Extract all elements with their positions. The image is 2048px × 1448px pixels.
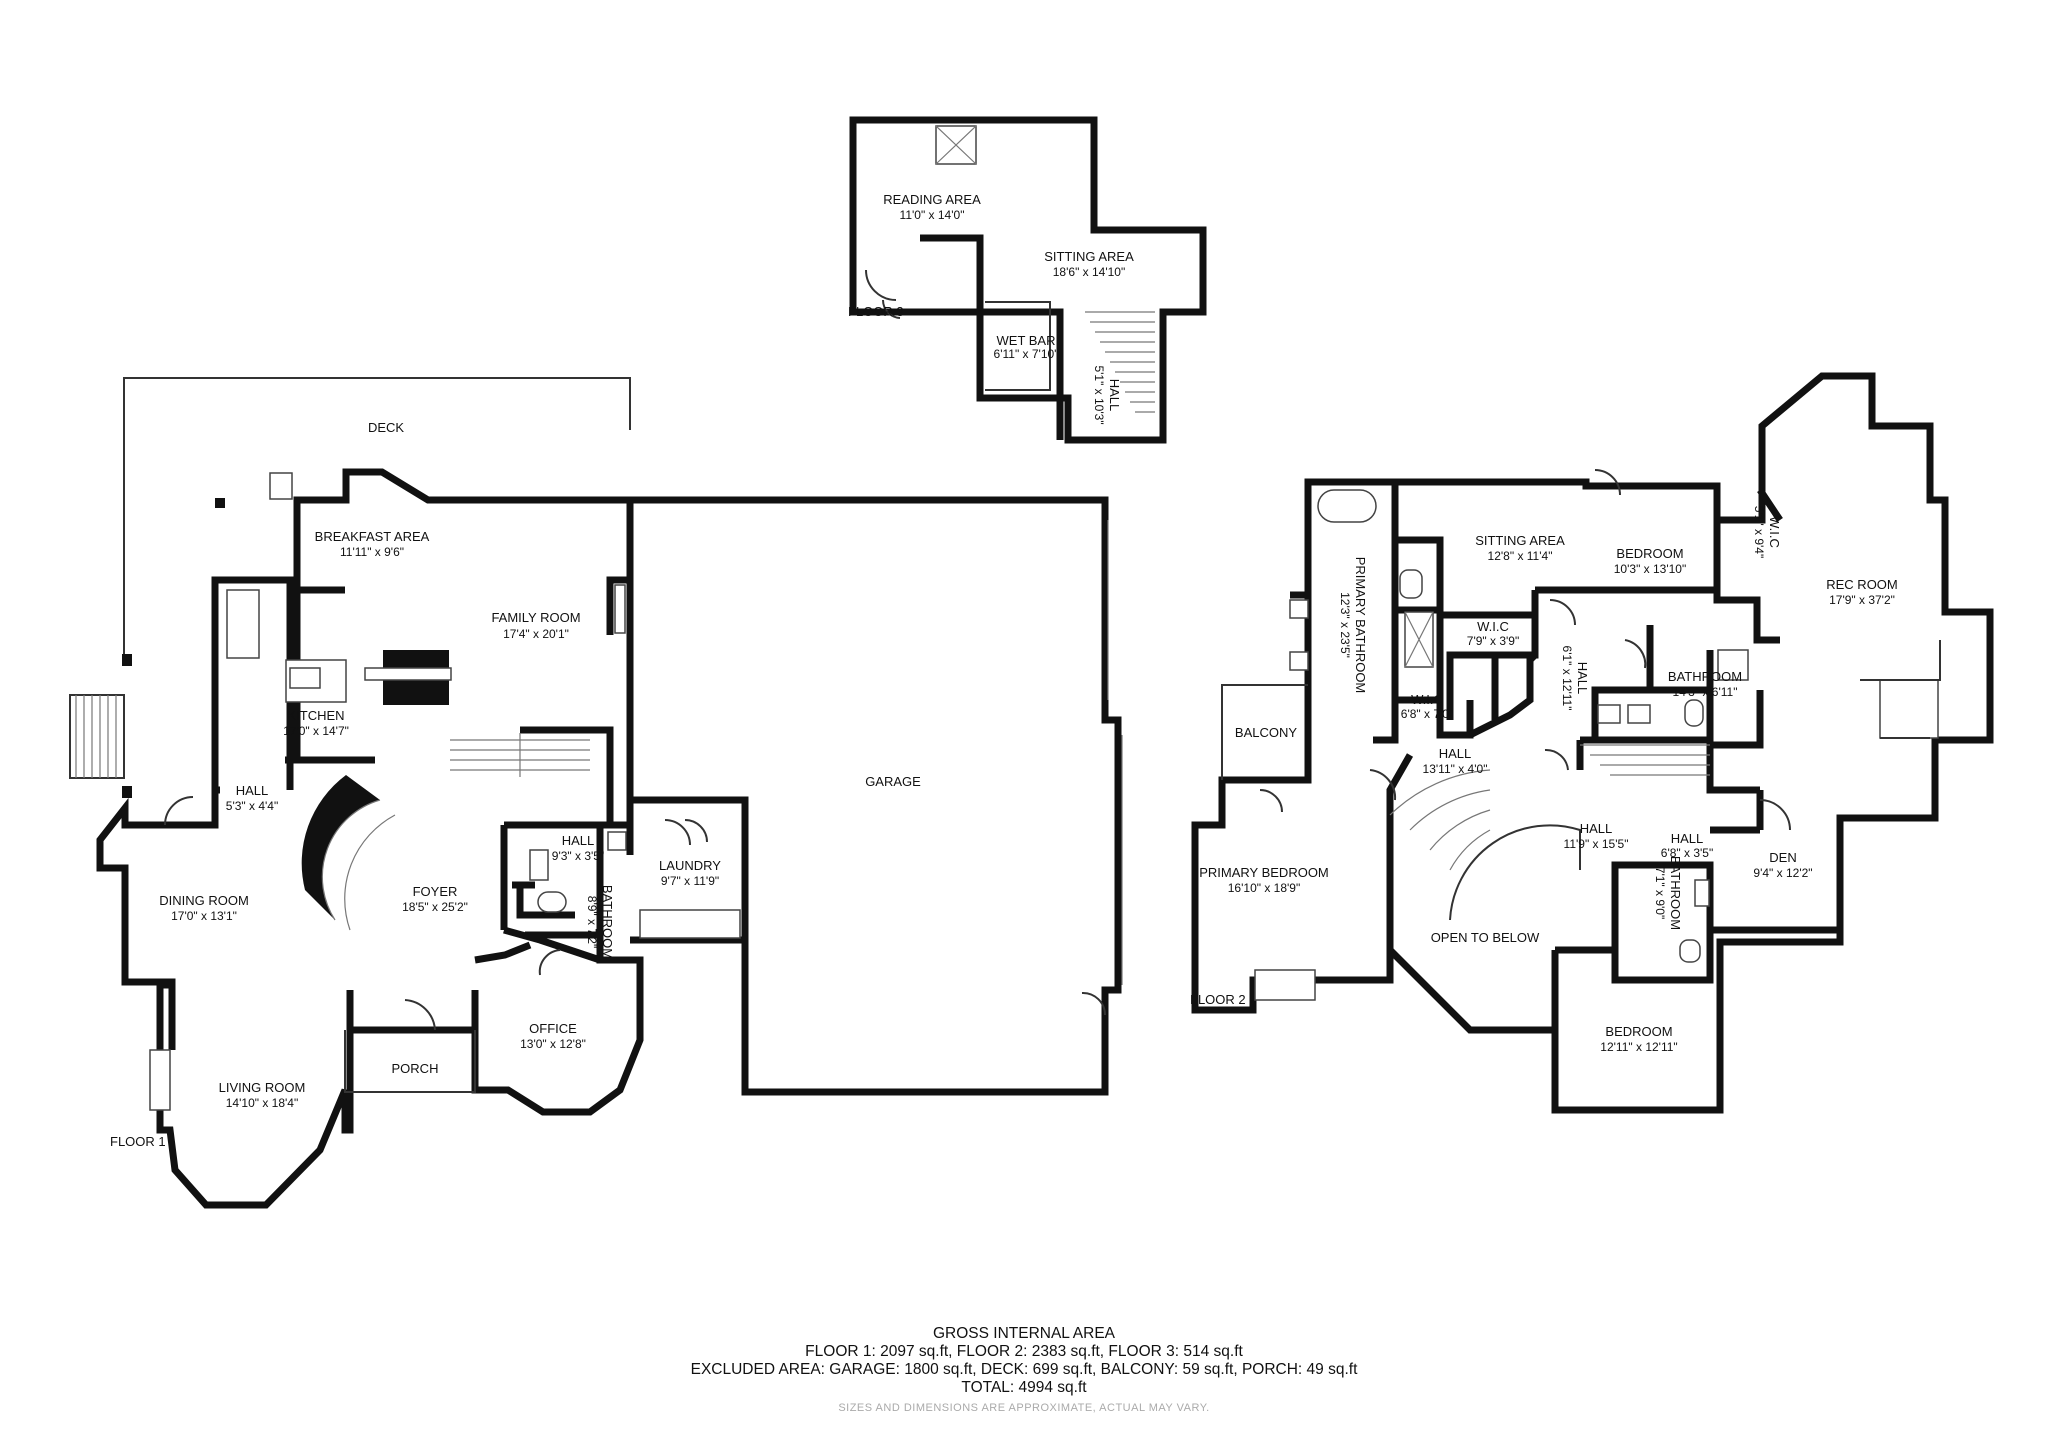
room-living-name: LIVING ROOM <box>219 1080 306 1095</box>
summary-title: GROSS INTERNAL AREA <box>932 1325 1116 1342</box>
room-primary-bath-dim: 12'3" x 23'5" <box>1338 592 1352 658</box>
floor-3-label: FLOOR 3 <box>848 304 904 319</box>
summary-total: TOTAL: 4994 sq.ft <box>961 1379 1087 1396</box>
room-hall5-name: HALL <box>1439 746 1472 761</box>
room-bath3-name: BATHROOM <box>1668 856 1683 930</box>
room-hall6-name: HALL <box>1580 821 1613 836</box>
garage-block <box>630 496 1123 1096</box>
room-breakfast-dim: 11'11" x 9'6" <box>340 545 404 559</box>
room-wic1-dim: 5'1" x 9'4" <box>1752 506 1766 558</box>
room-bath1-name: BATHROOM <box>600 885 615 959</box>
room-living-dim: 14'10" x 18'4" <box>226 1096 299 1110</box>
area-summary: GROSS INTERNAL AREA FLOOR 1: 2097 sq.ft,… <box>0 1325 2048 1417</box>
room-kitchen-dim: 17'0" x 14'7" <box>283 724 349 738</box>
room-sitting3-dim: 18'6" x 14'10" <box>1053 265 1126 279</box>
room-office-dim: 13'0" x 12'8" <box>520 1037 586 1051</box>
room-den-dim: 9'4" x 12'2" <box>1753 866 1812 880</box>
room-sitting2-name: SITTING AREA <box>1475 533 1565 548</box>
room-bedroom-a-name: BEDROOM <box>1616 546 1683 561</box>
floor-2-label: FLOOR 2 <box>1190 992 1246 1007</box>
room-dining-dim: 17'0" x 13'1" <box>171 909 237 923</box>
room-laundry-dim: 9'7" x 11'9" <box>661 874 719 888</box>
room-rec-name: REC ROOM <box>1826 577 1898 592</box>
room-bath3-dim: 7'1" x 9'0" <box>1653 867 1667 919</box>
room-office-name: OFFICE <box>529 1021 577 1036</box>
room-dining-name: DINING ROOM <box>159 893 249 908</box>
room-bedroom-a-dim: 10'3" x 13'10" <box>1614 562 1687 576</box>
floor-1 <box>69 377 708 1209</box>
room-wic2-dim: 7'9" x 3'9" <box>1467 634 1519 648</box>
room-family-name: FAMILY ROOM <box>491 610 580 625</box>
room-reading-dim: 11'0" x 14'0" <box>900 208 965 222</box>
room-hall2-dim: 9'3" x 3'5" <box>552 849 604 863</box>
room-hall3-name: HALL <box>1107 379 1122 412</box>
room-sitting2-dim: 12'8" x 11'4" <box>1488 549 1553 563</box>
room-reading-name: READING AREA <box>883 192 981 207</box>
floor-1-label: FLOOR 1 <box>110 1134 166 1149</box>
room-hall3-dim: 5'1" x 10'3" <box>1092 365 1106 424</box>
room-sitting3-name: SITTING AREA <box>1044 249 1134 264</box>
floor-labels: FLOOR 3 FLOOR 1 FLOOR 2 <box>110 304 1246 1149</box>
room-primary-bath-name: PRIMARY BATHROOM <box>1353 557 1368 694</box>
floor-3 <box>849 116 1207 444</box>
room-hall1-name: HALL <box>236 783 269 798</box>
room-kitchen-name: KITCHEN <box>287 708 344 723</box>
room-hall4-dim: 6'1" x 12'11" <box>1560 646 1574 711</box>
room-balcony: BALCONY <box>1235 725 1297 740</box>
room-hall5-dim: 13'11" x 4'0" <box>1423 762 1488 776</box>
room-labels: DECK BREAKFAST AREA 11'11" x 9'6" FAMILY… <box>159 192 1898 1110</box>
summary-floors: FLOOR 1: 2097 sq.ft, FLOOR 2: 2383 sq.ft… <box>805 1343 1243 1360</box>
summary-excluded: EXCLUDED AREA: GARAGE: 1800 sq.ft, DECK:… <box>690 1361 1358 1378</box>
room-rec-dim: 17'9" x 37'2" <box>1829 593 1895 607</box>
room-hall7-dim: 6'8" x 3'5" <box>1661 846 1713 860</box>
room-bedroom-b-dim: 12'11" x 12'11" <box>1600 1040 1677 1054</box>
room-hall1-dim: 5'3" x 4'4" <box>226 799 278 813</box>
room-hall2-name: HALL <box>562 833 595 848</box>
room-bath2-name: BATHROOM <box>1668 669 1742 684</box>
floor-2 <box>1191 372 1994 1114</box>
room-primary-bed-name: PRIMARY BEDROOM <box>1199 865 1329 880</box>
room-porch: PORCH <box>392 1061 439 1076</box>
room-wetbar-dim: 6'11" x 7'10" <box>994 347 1059 361</box>
room-bath1-dim: 8'9" x 7'2" <box>585 896 599 948</box>
room-wetbar-name: WET BAR <box>997 333 1056 348</box>
room-family-dim: 17'4" x 20'1" <box>503 627 569 641</box>
room-open-to-below: OPEN TO BELOW <box>1431 930 1540 945</box>
room-hall4-name: HALL <box>1575 662 1590 695</box>
room-wic3-dim: 6'8" x 7'0" <box>1401 707 1453 721</box>
room-breakfast-name: BREAKFAST AREA <box>315 529 430 544</box>
room-laundry-name: LAUNDRY <box>659 858 721 873</box>
room-bedroom-b-name: BEDROOM <box>1605 1024 1672 1039</box>
room-garage: GARAGE <box>865 774 921 789</box>
summary-note: SIZES AND DIMENSIONS ARE APPROXIMATE, AC… <box>838 1402 1210 1414</box>
room-bath2-dim: 14'3" x 6'11" <box>1673 685 1738 699</box>
room-hall7-name: HALL <box>1671 831 1704 846</box>
room-wic2-name: W.I.C <box>1477 619 1509 634</box>
room-wic1-name: W.I.C <box>1767 516 1782 548</box>
room-foyer-name: FOYER <box>413 884 458 899</box>
room-wic3-name: W.I.C <box>1411 692 1443 707</box>
room-foyer-dim: 18'5" x 25'2" <box>402 900 468 914</box>
room-den-name: DEN <box>1769 850 1796 865</box>
room-primary-bed-dim: 16'10" x 18'9" <box>1228 881 1301 895</box>
room-hall6-dim: 11'9" x 15'5" <box>1564 837 1629 851</box>
room-deck: DECK <box>368 420 404 435</box>
